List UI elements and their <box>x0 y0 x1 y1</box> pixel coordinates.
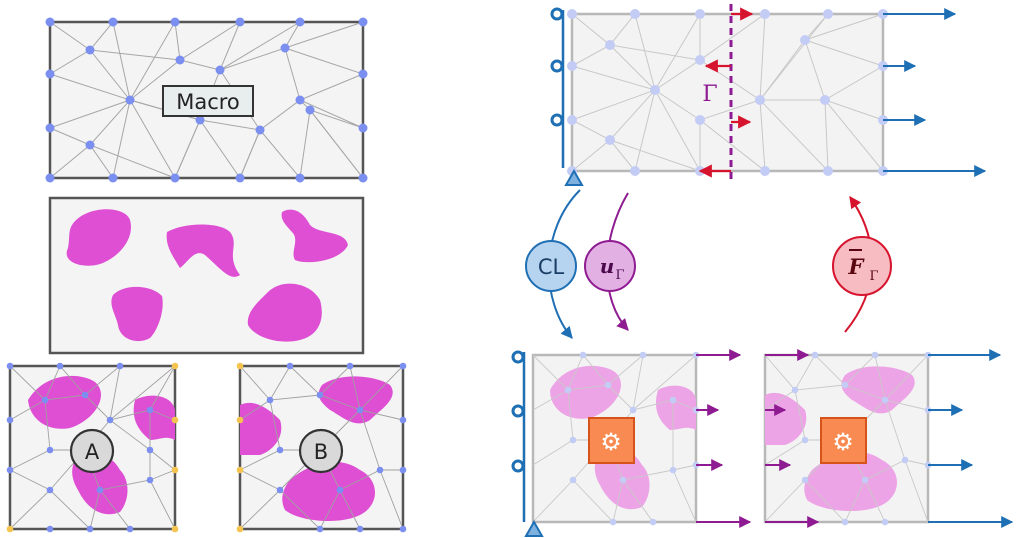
macro-label-box <box>162 85 254 117</box>
scale-transition: CL u Γ F Γ <box>525 189 892 339</box>
rve-roller-support-icon <box>511 350 544 537</box>
inclusion <box>281 209 348 263</box>
traction-badge <box>832 236 892 296</box>
applied-forces <box>883 8 987 177</box>
inclusion <box>247 283 322 342</box>
gears-glyph: ⚙ <box>600 428 622 456</box>
macro-mesh: Macro <box>45 17 368 183</box>
sample-b-badge <box>298 428 344 474</box>
microstructure-panel <box>48 196 365 355</box>
rve-left-displacements <box>696 349 752 528</box>
pin-support-icon <box>564 168 584 186</box>
interface-tractions <box>698 7 754 178</box>
inclusion <box>166 224 240 277</box>
gears-glyph: ⚙ <box>832 428 854 456</box>
inclusion <box>66 209 131 266</box>
cl-label: CL <box>538 255 565 279</box>
sample-b-label: B <box>314 440 328 464</box>
displacement-badge <box>584 240 636 292</box>
inclusion <box>111 286 163 342</box>
rve-right: ⚙ <box>763 349 1014 528</box>
sample-b: B <box>236 362 407 533</box>
interface-label: Γ <box>702 82 717 107</box>
roller-support-icon <box>550 7 565 168</box>
u-gamma-main: u <box>600 254 615 278</box>
u-gamma-sub: Γ <box>615 268 624 283</box>
macro-domain: Γ <box>550 4 987 186</box>
rve-left: ⚙ <box>511 349 752 537</box>
sample-a-label: A <box>85 440 100 464</box>
f-gamma-main: F <box>848 254 866 279</box>
macro-label: Macro <box>176 90 240 114</box>
gears-icon <box>820 417 867 464</box>
gears-icon <box>588 417 635 464</box>
f-gamma-sub: Γ <box>869 269 878 284</box>
constitutive-law-badge <box>525 240 577 292</box>
rve-right-displacements <box>765 349 820 528</box>
sample-a-badge <box>69 428 115 474</box>
sample-a: A <box>6 362 179 533</box>
rve-right-forces <box>928 349 1014 528</box>
